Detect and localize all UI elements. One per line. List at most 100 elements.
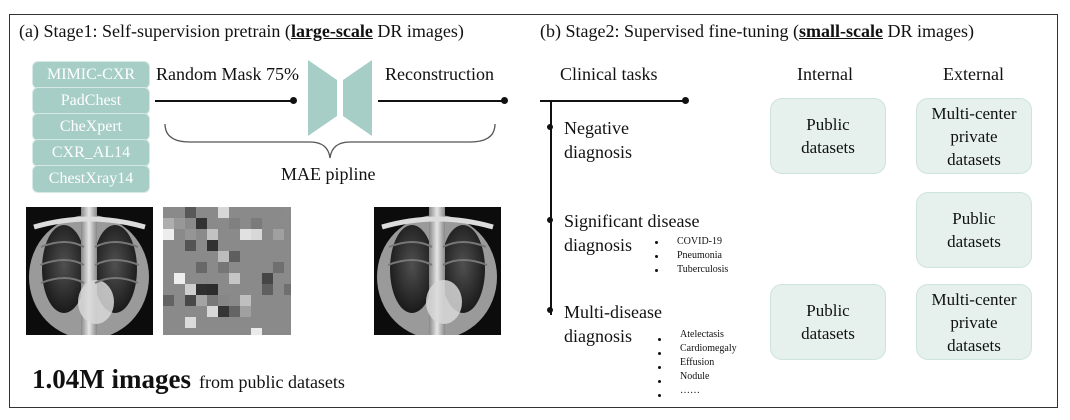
visible-patch (229, 251, 240, 262)
visible-patch (218, 295, 229, 306)
task-negative: Negative diagnosis (564, 116, 632, 164)
task-significant: Significant disease diagnosis (564, 209, 699, 257)
visible-patch (284, 284, 291, 295)
visible-patch (251, 328, 262, 335)
dataset-cxr-al14: CXR_AL14 (32, 139, 150, 167)
stage1-title-bold: large-scale (290, 21, 373, 41)
stage2-label: (b) (540, 21, 561, 41)
external-box-multi: Multi-center private datasets (916, 284, 1032, 360)
stage1-label: (a) (19, 21, 39, 41)
external-header: External (943, 64, 1004, 84)
subitem: Pneumonia (677, 250, 722, 261)
visible-patch (273, 229, 284, 240)
visible-patch (218, 262, 229, 273)
visible-patch (207, 284, 218, 295)
tasks-header: Clinical tasks (560, 64, 658, 84)
tasks-header-rule (540, 100, 686, 102)
visible-patch (240, 295, 251, 306)
visible-patch (196, 295, 207, 306)
mask-label: Random Mask 75% (156, 64, 299, 84)
decoder-shape (343, 60, 372, 136)
visible-patch (251, 218, 262, 229)
stage2-title-bold: small-scale (798, 21, 883, 41)
tasks-tree-trunk (550, 100, 552, 315)
original-xray-image (26, 207, 153, 335)
image-count-big: 1.04M images (32, 364, 191, 394)
task-negative-line1: Negative (564, 118, 629, 138)
visible-patch (218, 207, 229, 218)
visible-patch (163, 229, 174, 240)
visible-patch (174, 218, 185, 229)
task-node-3 (547, 307, 553, 313)
visible-patch (185, 317, 196, 328)
stage2-title: (b) Stage2: Supervised fine-tuning (smal… (540, 21, 974, 42)
bullet (655, 241, 658, 244)
task-multi: Multi-disease diagnosis (564, 300, 662, 348)
subitem: Effusion (680, 357, 715, 368)
internal-header: Internal (797, 64, 853, 84)
visible-patch (284, 207, 291, 218)
stage1-title-prefix: Stage1: Self-supervision pretrain ( (43, 21, 291, 41)
mask-connector (155, 100, 294, 102)
stage1-title: (a) Stage1: Self-supervision pretrain (l… (19, 21, 464, 42)
visible-patch (207, 240, 218, 251)
stage1-title-suffix: DR images) (372, 21, 464, 41)
image-count-small: from public datasets (198, 372, 345, 392)
visible-patch (218, 306, 229, 317)
visible-patch (196, 284, 207, 295)
external-box-significant: Public datasets (916, 192, 1032, 268)
subitem: …… (680, 385, 700, 396)
visible-patch (240, 229, 251, 240)
visible-patch (262, 273, 273, 284)
task-negative-line2: diagnosis (564, 142, 633, 162)
mask-connector-end (290, 97, 297, 104)
visible-patch (185, 229, 196, 240)
visible-patch (273, 262, 284, 273)
bullet (658, 366, 661, 369)
task-multi-subitems: Atelectasis Cardiomegaly Effusion Nodule… (680, 328, 737, 398)
masked-xray-image (163, 207, 291, 335)
visible-patch (240, 306, 251, 317)
visible-patch (163, 295, 174, 306)
subitem: Tuberculosis (677, 264, 729, 275)
visible-patch (196, 218, 207, 229)
task-multi-line1: Multi-disease (564, 302, 662, 322)
visible-patch (185, 207, 196, 218)
recon-label: Reconstruction (385, 64, 494, 84)
image-count: 1.04M images from public datasets (32, 364, 345, 395)
visible-patch (251, 284, 262, 295)
visible-patch (207, 295, 218, 306)
figure-frame (9, 14, 1058, 408)
task-significant-subitems: COVID-19 Pneumonia Tuberculosis (677, 235, 728, 277)
visible-patch (185, 284, 196, 295)
bullet (655, 269, 658, 272)
visible-patch (185, 240, 196, 251)
encoder-shape (308, 60, 337, 136)
stage2-title-suffix: DR images) (882, 21, 974, 41)
task-node-1 (547, 124, 553, 130)
internal-box-negative: Public datasets (770, 98, 886, 174)
dataset-padchest: PadChest (32, 87, 150, 115)
task-significant-line2: diagnosis (564, 235, 633, 255)
tasks-header-rule-end (682, 97, 689, 104)
subitem: Cardiomegaly (680, 343, 737, 354)
bullet (658, 352, 661, 355)
visible-patch (207, 306, 218, 317)
visible-patch (174, 273, 185, 284)
visible-patch (229, 273, 240, 284)
dataset-mimic-cxr: MIMIC-CXR (32, 61, 150, 89)
bullet (658, 338, 661, 341)
external-box-negative: Multi-center private datasets (916, 98, 1032, 174)
bullet (658, 394, 661, 397)
bullet (658, 380, 661, 383)
visible-patch (185, 295, 196, 306)
subitem: Atelectasis (680, 329, 724, 340)
task-significant-line1: Significant disease (564, 211, 700, 231)
visible-patch (163, 218, 174, 229)
visible-patch (207, 229, 218, 240)
bullet (655, 255, 658, 258)
visible-patch (196, 262, 207, 273)
dataset-chestxray14: ChestXray14 (32, 165, 150, 193)
pipeline-label: MAE pipline (281, 164, 376, 184)
visible-patch (229, 218, 240, 229)
